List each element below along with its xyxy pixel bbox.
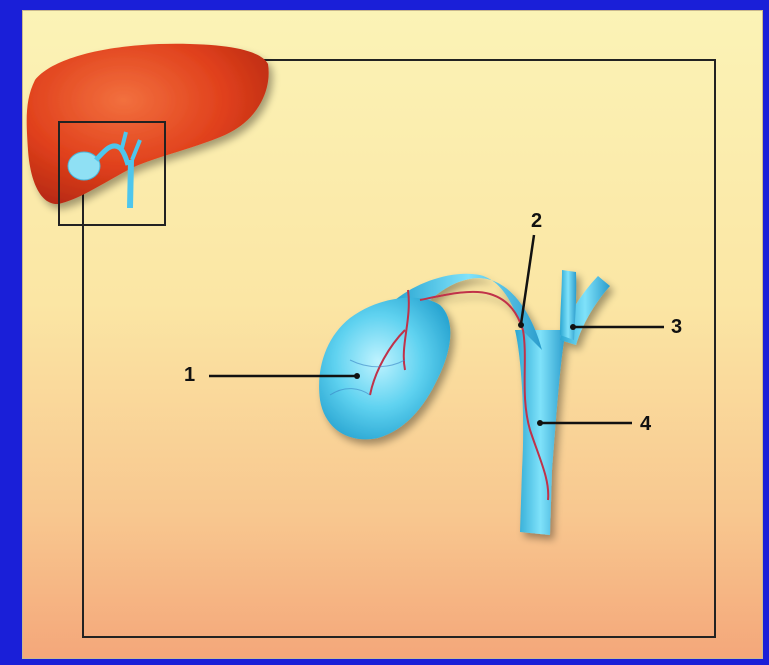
liver-shape [27,44,269,204]
label-2: 2 [531,210,542,233]
leader-line-2 [521,235,534,324]
leader-dot-2 [518,322,524,328]
label-1: 1 [184,364,195,387]
leader-dot-1 [354,373,360,379]
label-3: 3 [671,316,682,339]
gallbladder [319,298,450,440]
common-bile-duct [515,330,566,535]
leader-dot-3 [570,324,576,330]
mini-common-duct [130,160,131,208]
leader-dot-4 [537,420,543,426]
label-4: 4 [640,413,651,436]
mini-gallbladder [68,152,100,180]
biliary-system [319,270,610,535]
